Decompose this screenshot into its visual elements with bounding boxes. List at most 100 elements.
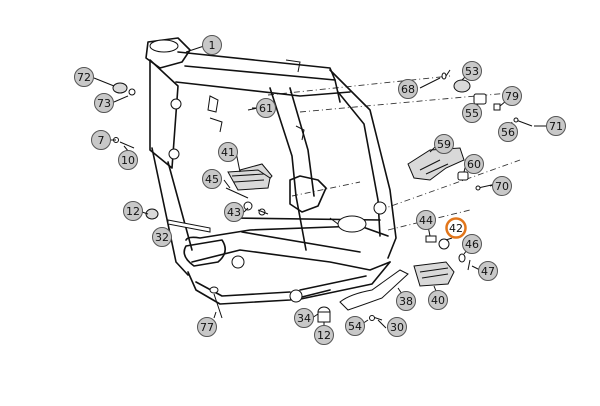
center-parts	[225, 107, 383, 323]
callout-number: 72	[77, 71, 91, 84]
callout-46[interactable]: 46	[462, 234, 482, 254]
callout-number: 55	[465, 107, 479, 120]
callout-77[interactable]: 77	[197, 317, 217, 337]
callout-number: 79	[505, 90, 519, 103]
callout-number: 32	[155, 231, 169, 244]
callout-circle	[445, 217, 467, 239]
callout-number: 34	[297, 312, 311, 325]
callout-number: 71	[549, 120, 563, 133]
callout-circle	[434, 134, 454, 154]
callout-12[interactable]: 12	[314, 325, 334, 345]
callout-circle	[74, 67, 94, 87]
callout-circle	[498, 122, 518, 142]
callout-circle	[202, 35, 222, 55]
callout-number: 77	[200, 321, 214, 334]
callout-73[interactable]: 73	[94, 93, 114, 113]
callout-43[interactable]: 43	[224, 202, 244, 222]
callout-32[interactable]: 32	[152, 227, 172, 247]
callout-59[interactable]: 59	[434, 134, 454, 154]
callout-60[interactable]: 60	[464, 154, 484, 174]
callout-circle	[314, 325, 334, 345]
callout-number: 41	[221, 146, 235, 159]
callout-41[interactable]: 41	[218, 142, 238, 162]
callout-number: 54	[348, 320, 362, 333]
callout-number: 70	[495, 180, 509, 193]
callout-circle	[396, 291, 416, 311]
callout-54[interactable]: 54	[345, 316, 365, 336]
callout-number: 12	[317, 329, 331, 342]
callout-number: 40	[431, 294, 445, 307]
callout-circle	[398, 79, 418, 99]
callout-7[interactable]: 7	[91, 130, 111, 150]
callout-circle	[502, 86, 522, 106]
callout-47[interactable]: 47	[478, 261, 498, 281]
callout-number: 47	[481, 265, 495, 278]
callout-circle	[428, 290, 448, 310]
callout-68[interactable]: 68	[398, 79, 418, 99]
callout-70[interactable]: 70	[492, 176, 512, 196]
callout-circle	[152, 227, 172, 247]
callout-circle	[464, 154, 484, 174]
callout-badges: 1 72 73 7 10 61 41 45 43 12 32 77 34 12 54 30 53 68 55 79 56…	[74, 35, 566, 345]
callout-53[interactable]: 53	[462, 61, 482, 81]
callout-circle	[202, 169, 222, 189]
callout-number: 68	[401, 83, 415, 96]
callout-circle	[387, 317, 407, 337]
callout-12[interactable]: 12	[123, 201, 143, 221]
main-frame	[145, 37, 397, 305]
callout-circle	[462, 234, 482, 254]
callout-circle	[478, 261, 498, 281]
callout-number: 44	[419, 214, 433, 227]
callout-30[interactable]: 30	[387, 317, 407, 337]
callout-61[interactable]: 61	[256, 98, 276, 118]
callout-42-highlighted[interactable]: 42	[445, 217, 467, 239]
callout-circle	[224, 202, 244, 222]
callout-circle	[345, 316, 365, 336]
callout-circle	[123, 201, 143, 221]
callout-circle	[546, 116, 566, 136]
callout-44[interactable]: 44	[416, 210, 436, 230]
callout-circle	[492, 176, 512, 196]
callout-72[interactable]: 72	[74, 67, 94, 87]
callout-number: 61	[259, 102, 273, 115]
callout-number: 10	[121, 154, 135, 167]
callout-circle	[94, 93, 114, 113]
callout-number: 73	[97, 97, 111, 110]
callout-circle	[462, 61, 482, 81]
callout-number: 56	[501, 126, 515, 139]
callout-number: 60	[467, 158, 481, 171]
callout-number: 1	[209, 39, 216, 52]
callout-number: 45	[205, 173, 219, 186]
callout-number: 7	[98, 134, 105, 147]
callout-circle	[218, 142, 238, 162]
callout-circle	[416, 210, 436, 230]
callout-number: 46	[465, 238, 479, 251]
callout-number: 12	[126, 205, 140, 218]
callout-34[interactable]: 34	[294, 308, 314, 328]
callout-number: 59	[437, 138, 451, 151]
callout-71[interactable]: 71	[546, 116, 566, 136]
callout-55[interactable]: 55	[462, 103, 482, 123]
callout-10[interactable]: 10	[118, 150, 138, 170]
callout-circle	[197, 317, 217, 337]
callout-circle	[91, 130, 111, 150]
right-parts	[339, 69, 533, 311]
callout-number: 43	[227, 206, 241, 219]
callout-40[interactable]: 40	[428, 290, 448, 310]
callout-circle	[118, 150, 138, 170]
callout-number: 42	[449, 222, 463, 235]
callout-number: 53	[465, 65, 479, 78]
callout-1[interactable]: 1	[202, 35, 222, 55]
callout-number: 38	[399, 295, 413, 308]
left-parts	[112, 82, 223, 319]
callout-number: 30	[390, 321, 404, 334]
callout-38[interactable]: 38	[396, 291, 416, 311]
callout-56[interactable]: 56	[498, 122, 518, 142]
callout-circle	[256, 98, 276, 118]
callout-79[interactable]: 79	[502, 86, 522, 106]
callout-45[interactable]: 45	[202, 169, 222, 189]
callout-circle	[462, 103, 482, 123]
callout-circle	[294, 308, 314, 328]
